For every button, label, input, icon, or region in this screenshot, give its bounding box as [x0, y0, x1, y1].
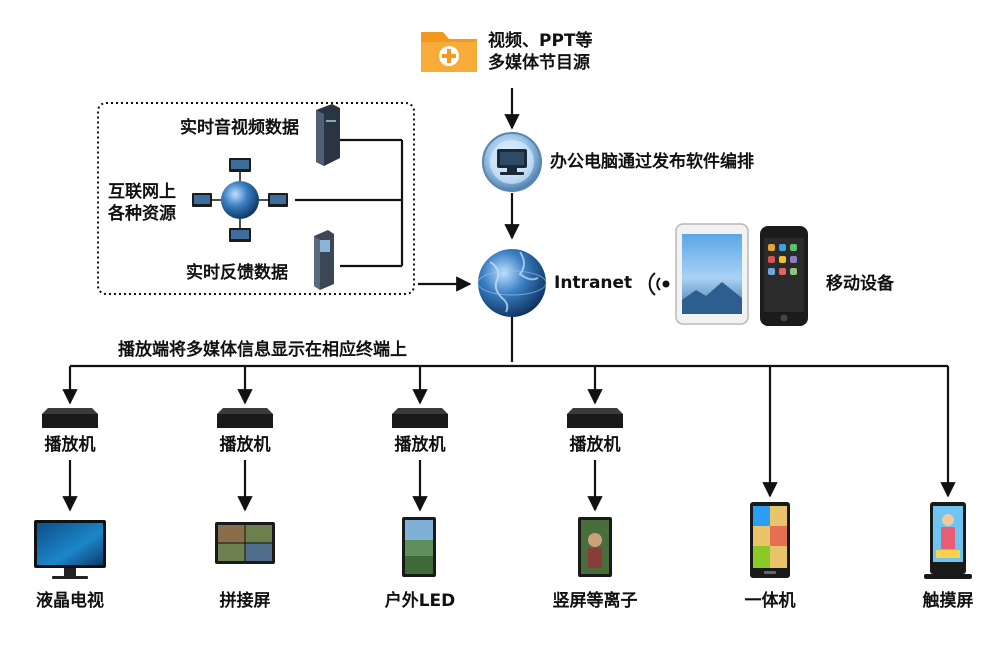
mobile-label: 移动设备	[826, 274, 894, 294]
vertical-plasma-icon	[578, 517, 612, 577]
terminal-label-all-in-one: 一体机	[744, 591, 796, 611]
internet-globe-icon	[192, 158, 288, 242]
source-label: 视频、PPT等 多媒体节目源	[488, 30, 593, 74]
network-label: Intranet	[554, 273, 633, 293]
player-label: 播放机	[394, 435, 446, 455]
media-player-icon	[217, 408, 273, 428]
source-line1: 视频、PPT等	[488, 31, 593, 51]
smartphone-icon	[760, 226, 808, 326]
feedback-kiosk-icon	[314, 230, 334, 290]
lcd-tv-icon	[34, 520, 106, 579]
terminal-label-touch-screen: 触摸屏	[922, 591, 974, 611]
av-server-icon	[316, 104, 340, 166]
intranet-globe-icon	[477, 249, 547, 317]
tablet-icon	[675, 223, 749, 325]
terminal-label-lcd-tv: 液晶电视	[36, 591, 104, 611]
wireless-signal-icon	[648, 272, 670, 296]
internet-line2: 各种资源	[108, 204, 176, 224]
edit-step-label: 办公电脑通过发布软件编排	[550, 152, 754, 172]
player-label: 播放机	[219, 435, 271, 455]
terminal-label-vertical-plasma: 竖屏等离子	[552, 591, 638, 611]
media-player-icon	[42, 408, 98, 428]
outdoor-led-icon	[402, 517, 436, 577]
bus-caption: 播放端将多媒体信息显示在相应终端上	[118, 340, 407, 360]
player-label: 播放机	[569, 435, 621, 455]
touch-screen-icon	[924, 502, 972, 579]
realtime-av-label: 实时音视频数据	[180, 118, 299, 138]
terminal-label-outdoor-led: 户外LED	[384, 591, 456, 611]
media-player-icon	[392, 408, 448, 428]
all-in-one-icon	[750, 502, 790, 578]
office-pc-icon	[482, 132, 542, 192]
feedback-label: 实时反馈数据	[186, 263, 288, 283]
connectors	[62, 88, 956, 512]
video-wall-icon	[215, 522, 275, 564]
internet-line1: 互联网上	[108, 182, 176, 202]
source-line2: 多媒体节目源	[488, 53, 590, 73]
input-sources-box	[97, 102, 415, 295]
folder-icon	[421, 32, 477, 72]
player-label: 播放机	[44, 435, 96, 455]
internet-resources-label: 互联网上 各种资源	[108, 181, 176, 225]
terminal-label-video-wall: 拼接屏	[219, 591, 271, 611]
media-player-icon	[567, 408, 623, 428]
